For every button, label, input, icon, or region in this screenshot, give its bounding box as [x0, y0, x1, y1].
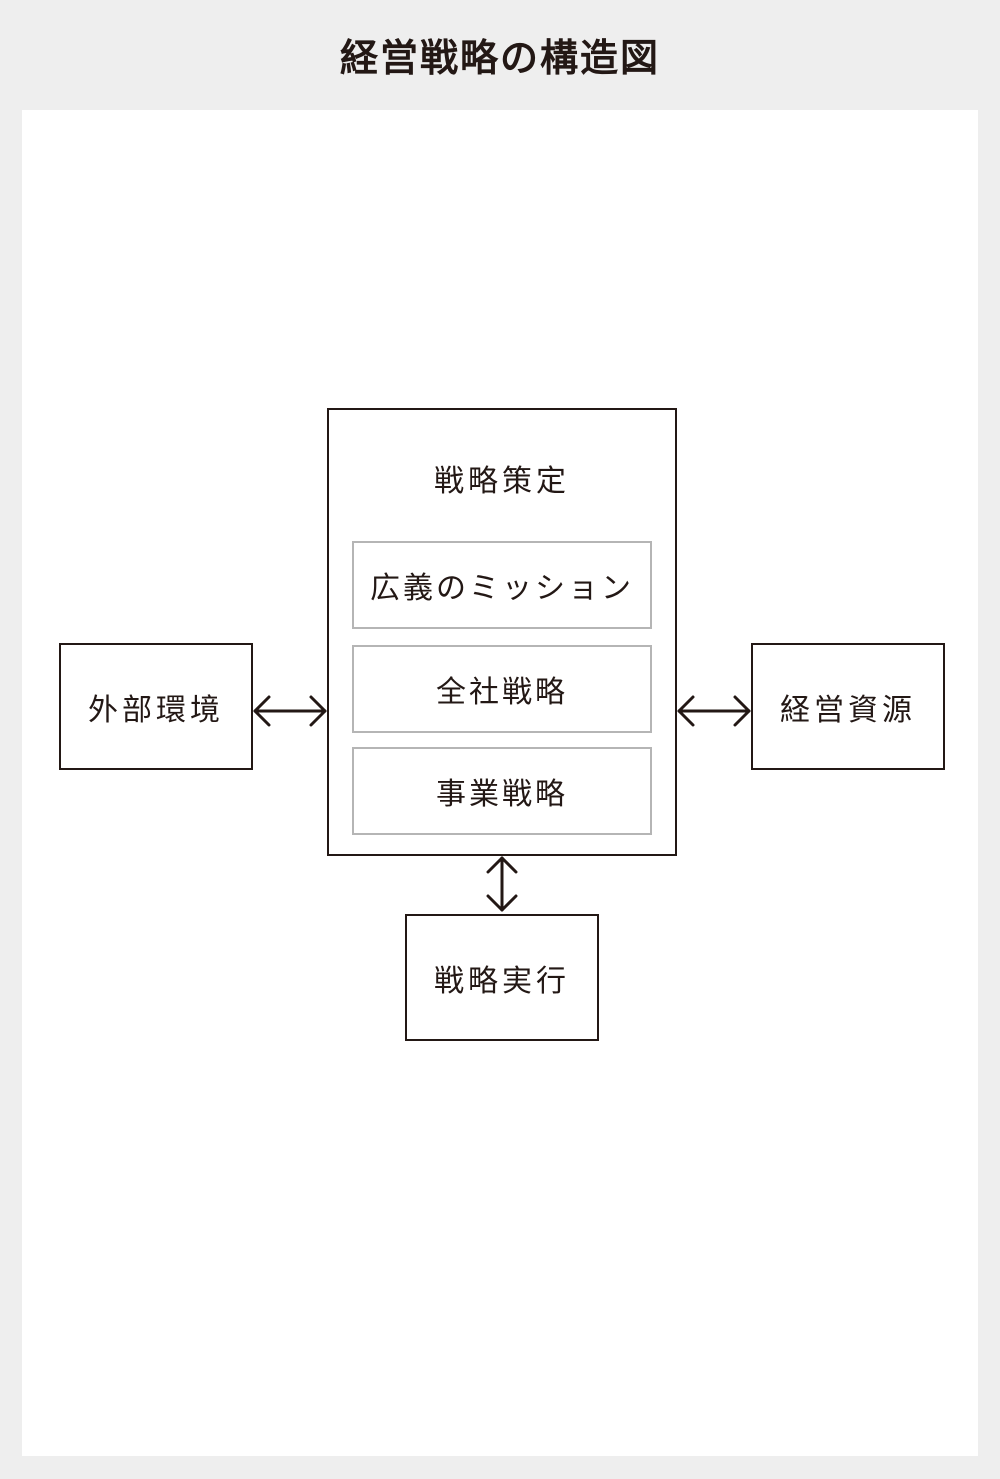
diagram-canvas: 外部環境 戦略策定 広義のミッション 全社戦略 事業戦略 経営資源 戦略実行 — [22, 110, 978, 1456]
arrow-strategy-to-resources — [677, 695, 751, 727]
arrow-external-to-strategy — [253, 695, 327, 727]
arrow-strategy-to-execution — [486, 856, 518, 912]
sub-node-broad-mission: 広義のミッション — [352, 541, 652, 629]
sub-node-corporate-strategy: 全社戦略 — [352, 645, 652, 733]
sub-node-business-strategy: 事業戦略 — [352, 747, 652, 835]
node-management-resources: 経営資源 — [751, 643, 945, 770]
node-external-environment: 外部環境 — [59, 643, 253, 770]
node-strategy-execution: 戦略実行 — [405, 914, 599, 1041]
node-strategy-formulation: 戦略策定 広義のミッション 全社戦略 事業戦略 — [327, 408, 677, 856]
page-title: 経営戦略の構造図 — [339, 35, 660, 80]
strategy-formulation-title: 戦略策定 — [434, 464, 570, 499]
